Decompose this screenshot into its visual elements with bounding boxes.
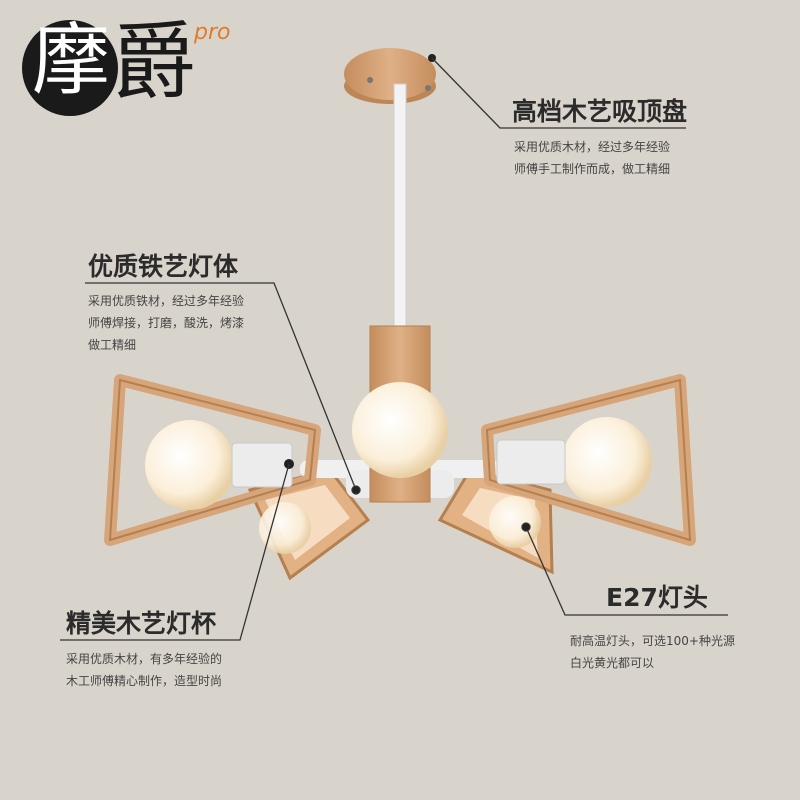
center-bulb <box>352 382 448 478</box>
left-lamp-cup <box>104 374 321 546</box>
callout-cup-title: 精美木艺灯杯 <box>66 609 217 638</box>
callout-socket-line: 耐高温灯头，可选100+种光源 <box>570 634 735 648</box>
logo-circle <box>22 20 118 116</box>
callout-socket-title: E27灯头 <box>606 583 708 612</box>
ceiling-plate <box>344 48 436 104</box>
callout-body-line: 做工精细 <box>88 338 137 352</box>
callout-body-line: 采用优质铁材，经过多年经验 <box>88 294 245 308</box>
callout-cup-desc: 采用优质木材，有多年经验的 木工师傅精心制作，造型时尚 <box>66 648 222 692</box>
callout-cup-line: 采用优质木材，有多年经验的 <box>66 652 223 666</box>
logo-suffix: pro <box>194 20 231 45</box>
callout-body-line: 师傅焊接，打磨，酸洗，烤漆 <box>88 316 245 330</box>
pendant-rod <box>393 83 407 327</box>
callout-body-title: 优质铁艺灯体 <box>88 252 239 281</box>
callout-ceiling-title: 高档木艺吸顶盘 <box>512 97 688 126</box>
callout-ceiling-desc: 采用优质木材，经过多年经验 师傅手工制作而成，做工精细 <box>514 136 670 180</box>
callout-cup-line: 木工师傅精心制作，造型时尚 <box>66 674 223 688</box>
callout-socket-line: 白光黄光都可以 <box>570 656 655 670</box>
brand-logo: 摩 爵 pro <box>22 20 232 120</box>
callout-ceiling-line: 师傅手工制作而成，做工精细 <box>514 162 671 176</box>
logo-char-2: 爵 <box>112 13 197 111</box>
callout-ceiling-line: 采用优质木材，经过多年经验 <box>514 140 671 154</box>
callout-socket-desc: 耐高温灯头，可选100+种光源 白光黄光都可以 <box>570 630 735 674</box>
callout-body-desc: 采用优质铁材，经过多年经验 师傅焊接，打磨，酸洗，烤漆 做工精细 <box>88 290 244 356</box>
logo-char-1: 摩 <box>32 16 111 106</box>
callout-leader-lines <box>60 57 728 641</box>
right-lamp-cup <box>481 374 696 546</box>
